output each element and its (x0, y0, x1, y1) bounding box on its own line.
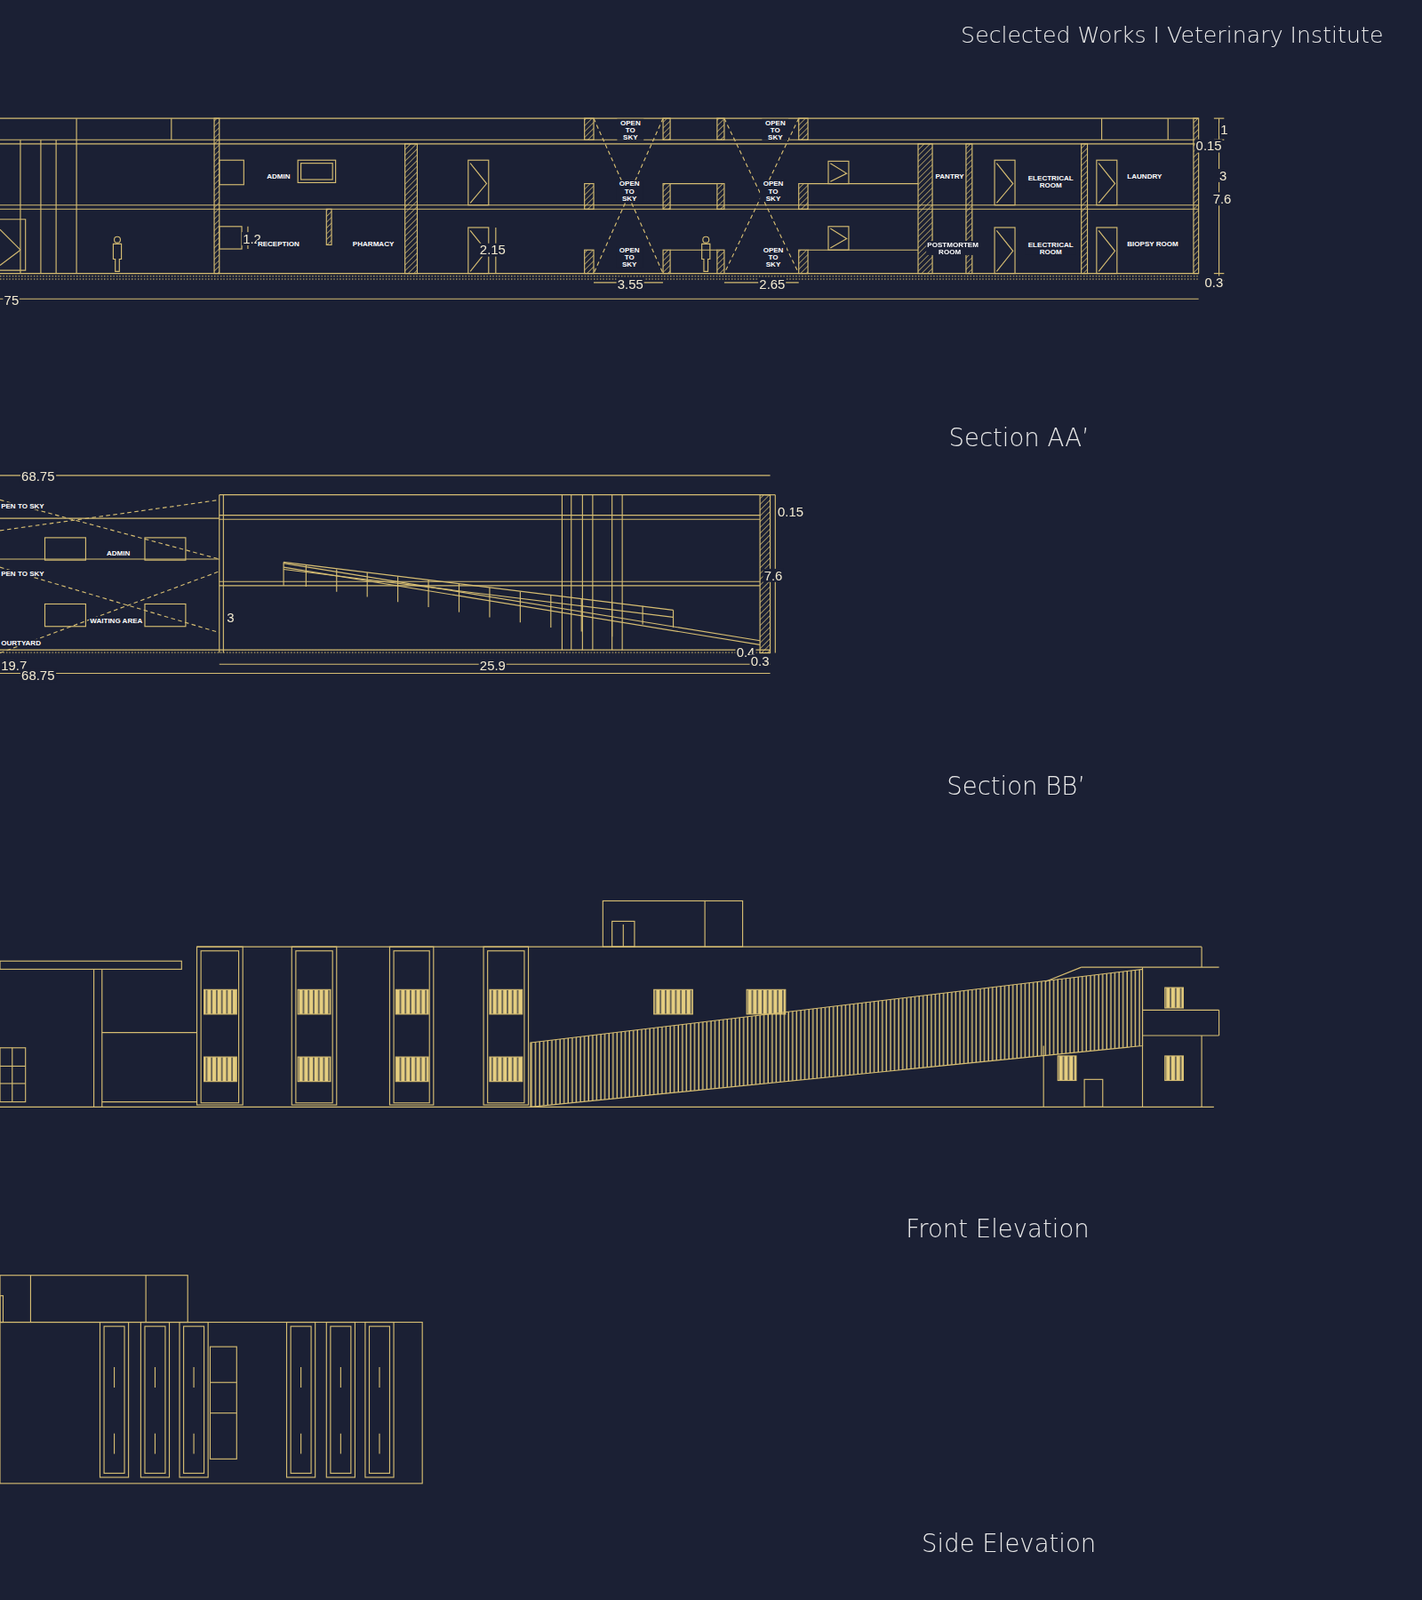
room-label: PEN TO SKY (0, 569, 46, 577)
dimension: 25.9 (479, 658, 507, 672)
room-label: OPEN TO SKY (759, 246, 787, 268)
room-label: LAUNDRY (1126, 173, 1163, 181)
drawing-caption: Section AA’ (948, 425, 1089, 451)
room-label: ELECTRICAL ROOM (1025, 174, 1077, 189)
room-label: PHARMACY (351, 239, 396, 248)
dimension: 68.75 (20, 470, 56, 484)
room-label: PEN TO SKY (0, 502, 46, 510)
dimension: 2.15 (479, 243, 507, 257)
room-label: ELECTRICAL ROOM (1025, 240, 1077, 256)
drawing-caption: Front Elevation (905, 1216, 1089, 1242)
dimension: 1 (1219, 122, 1230, 136)
dimension: 7.6 (762, 568, 783, 583)
dimension: 3.55 (616, 278, 645, 292)
section-bb (0, 475, 775, 674)
room-label: ADMIN (265, 173, 292, 181)
room-label: OPEN TO SKY (615, 246, 643, 268)
side-elevation (0, 1275, 423, 1484)
dimension: 0.15 (1194, 139, 1223, 153)
room-label: OPEN TO SKY (616, 119, 644, 141)
dimension: 0.15 (776, 505, 805, 520)
dimension: 3 (225, 610, 236, 624)
dimension: 0.3 (750, 654, 771, 668)
room-label: OURTYARD (0, 639, 42, 647)
room-label: ADMIN (105, 549, 132, 557)
room-label: OPEN TO SKY (759, 180, 787, 202)
dimension: 3 (1218, 168, 1229, 183)
room-label: BIOPSY ROOM (1126, 239, 1180, 248)
dimension: 2.65 (758, 278, 786, 292)
drawing-caption: Section BB’ (946, 774, 1086, 799)
dimension: 68.75 (20, 668, 56, 682)
dimension: 75 (2, 293, 20, 307)
room-label: WAITING AREA (88, 616, 144, 624)
sheet-title: Seclected Works I Veterinary Institute (960, 24, 1383, 48)
dimension: 0.3 (1203, 275, 1224, 289)
room-label: OPEN TO SKY (761, 119, 789, 141)
room-label: PANTRY (934, 173, 965, 181)
room-label: POSTMORTEM ROOM (926, 240, 974, 256)
room-label: OPEN TO SKY (615, 180, 643, 202)
room-label: RECEPTION (256, 239, 301, 248)
dimension: 7.6 (1212, 191, 1233, 206)
section-aa (0, 118, 1224, 299)
front-elevation (0, 900, 1220, 1107)
drawing-caption: Side Elevation (921, 1531, 1096, 1557)
